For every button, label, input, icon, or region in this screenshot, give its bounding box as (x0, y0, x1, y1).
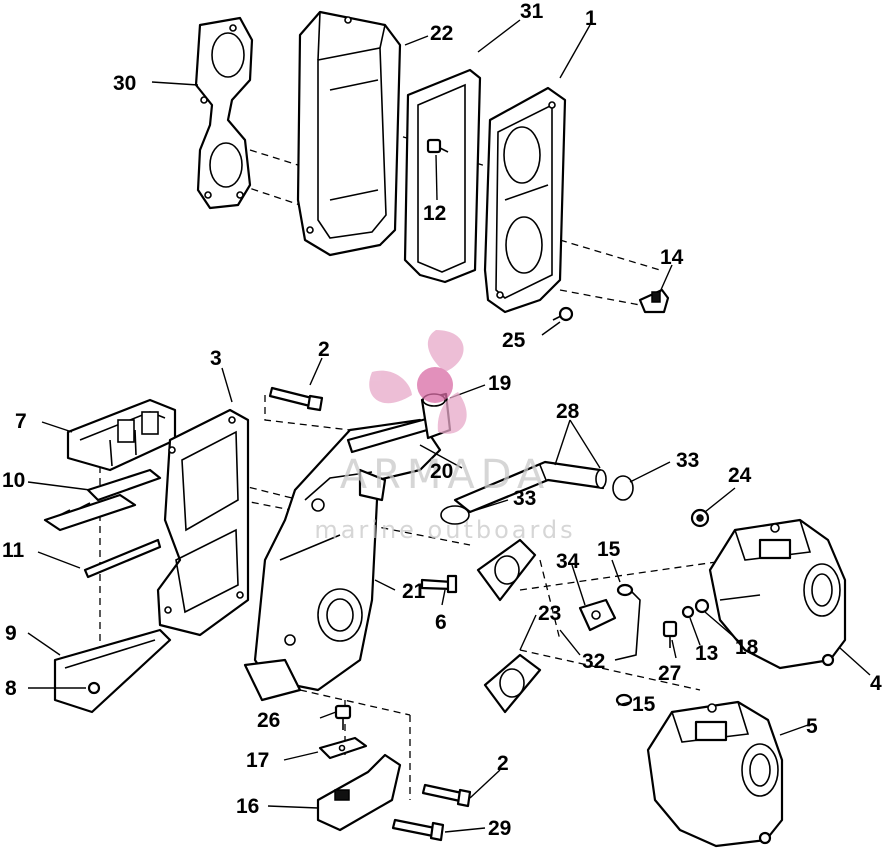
callout-23: 23 (538, 602, 561, 625)
callout-15-lower: 15 (632, 693, 656, 716)
callout-13: 13 (695, 642, 718, 665)
callout-28: 28 (556, 400, 580, 423)
callout-4: 4 (870, 672, 882, 695)
part-33-clamps (440, 475, 634, 525)
callout-11: 11 (2, 539, 25, 562)
part-13-washer (681, 605, 695, 619)
callout-29: 29 (488, 817, 511, 840)
callout-1: 1 (585, 7, 597, 30)
callout-27: 27 (658, 662, 681, 685)
propeller-icon (369, 330, 467, 434)
callout-33-lower: 33 (513, 487, 536, 510)
part-31-gasket (403, 68, 482, 284)
part-3-gasket (156, 408, 250, 637)
part-4-carburetor (708, 518, 847, 670)
part-8-screw (87, 681, 101, 695)
part-2-bolt-lower (421, 783, 472, 808)
callout-2-upper: 2 (318, 338, 330, 361)
callout-18: 18 (735, 636, 759, 659)
part-23-gaskets (476, 538, 542, 714)
part-30-gasket (194, 16, 254, 210)
callout-2-lower: 2 (497, 752, 509, 775)
callout-15-upper: 15 (597, 538, 621, 561)
callout-26: 26 (257, 709, 280, 732)
part-12-screw (426, 138, 449, 154)
callout-33-upper: 33 (676, 449, 699, 472)
callout-10: 10 (2, 469, 25, 492)
part-29-bolt (391, 818, 445, 842)
callout-16: 16 (236, 795, 259, 818)
part-9-plate (53, 628, 172, 714)
callout-21: 21 (402, 580, 426, 603)
callout-32: 32 (582, 650, 605, 673)
part-7-reed-block (66, 398, 177, 472)
callout-31: 31 (520, 0, 544, 23)
watermark-brand: ARMADA (340, 452, 551, 498)
part-27-screw (662, 620, 678, 648)
callout-5: 5 (806, 715, 818, 738)
callout-6: 6 (435, 611, 447, 634)
callout-34: 34 (556, 550, 580, 573)
leader-lines (27, 19, 871, 833)
callout-24: 24 (728, 464, 752, 487)
callout-19: 19 (488, 372, 511, 395)
part-32-rod (614, 589, 641, 661)
callout-20: 20 (430, 460, 453, 483)
part-18-washer (694, 598, 710, 614)
part-24-washer (690, 508, 710, 528)
adapter-casting (243, 418, 442, 702)
callout-7: 7 (15, 410, 27, 433)
part-22-intake-box (296, 10, 402, 257)
part-15-clips (615, 583, 634, 707)
watermark-tagline: marine outboards (314, 516, 575, 544)
part-5-carburetor (646, 700, 784, 848)
part-25-screw (552, 306, 574, 322)
callout-22: 22 (430, 22, 453, 45)
part-6-bolt (420, 574, 458, 594)
part-14-clip (638, 288, 670, 314)
part-16-bracket (316, 753, 402, 832)
callout-9: 9 (5, 622, 17, 645)
callout-12: 12 (423, 202, 446, 225)
callout-8: 8 (5, 677, 17, 700)
callout-3: 3 (210, 347, 222, 370)
callout-14: 14 (660, 246, 684, 269)
part-1-cover (483, 86, 567, 314)
callout-25: 25 (502, 329, 526, 352)
part-34-bracket (578, 598, 617, 632)
part-11-stop (83, 538, 162, 579)
part-17-plate (318, 736, 368, 760)
watermark: ARMADA marine outboards (314, 330, 575, 544)
part-28-hose (453, 460, 607, 514)
part-10-reeds (43, 468, 162, 532)
callout-17: 17 (246, 749, 269, 772)
part-2-bolt-upper (268, 386, 324, 412)
part-26-screw (334, 704, 352, 730)
callout-30: 30 (113, 72, 136, 95)
